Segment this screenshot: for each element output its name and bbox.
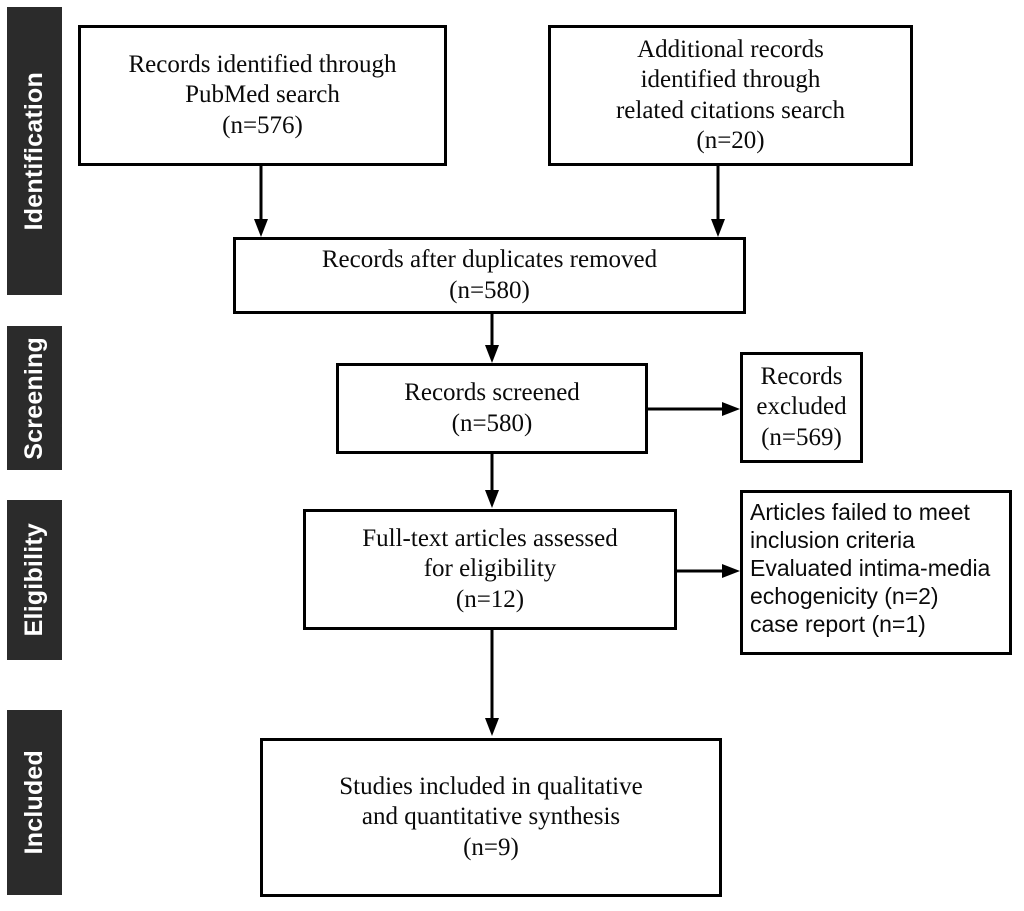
connector-screened-to-excluded bbox=[648, 396, 743, 422]
stage-label-screening: Screening bbox=[20, 336, 48, 460]
connector-screened-to-fulltext bbox=[479, 454, 505, 512]
box-fulltext-excluded-text: Articles failed to meet inclusion criter… bbox=[750, 499, 991, 638]
stage-label-included: Included bbox=[20, 750, 48, 855]
connector-duplicates-to-screened bbox=[479, 314, 505, 367]
stage-bar-identification: Identification bbox=[7, 7, 62, 295]
box-records-excluded-text: Records excluded (n=569) bbox=[756, 362, 847, 451]
stage-label-identification: Identification bbox=[20, 71, 48, 231]
box-records-screened-text: Records screened (n=580) bbox=[404, 379, 580, 437]
box-studies-included-text: Studies included in qualitative and quan… bbox=[339, 772, 643, 861]
box-fulltext-assessed-text: Full-text articles assessed for eligibil… bbox=[362, 524, 618, 613]
box-fulltext-assessed: Full-text articles assessed for eligibil… bbox=[303, 509, 677, 630]
box-records-identified: Records identified through PubMed search… bbox=[78, 25, 447, 166]
box-records-excluded: Records excluded (n=569) bbox=[740, 352, 863, 463]
stage-bar-included: Included bbox=[7, 710, 62, 895]
connector-identified-to-duplicates bbox=[248, 166, 274, 241]
connector-fulltext-to-excluded bbox=[677, 558, 743, 584]
box-duplicates-removed-text: Records after duplicates removed (n=580) bbox=[321, 246, 658, 304]
box-records-identified-text: Records identified through PubMed search… bbox=[128, 50, 397, 139]
connector-additional-to-duplicates bbox=[705, 166, 731, 241]
stage-bar-eligibility: Eligibility bbox=[7, 500, 62, 660]
box-studies-included: Studies included in qualitative and quan… bbox=[260, 738, 722, 897]
box-fulltext-excluded: Articles failed to meet inclusion criter… bbox=[740, 490, 1012, 655]
stage-bar-screening: Screening bbox=[7, 326, 62, 470]
box-duplicates-removed: Records after duplicates removed (n=580) bbox=[233, 237, 746, 314]
box-additional-records-text: Additional records identified through re… bbox=[615, 35, 846, 155]
box-additional-records: Additional records identified through re… bbox=[548, 25, 913, 166]
box-records-screened: Records screened (n=580) bbox=[336, 363, 648, 454]
connector-fulltext-to-included bbox=[479, 630, 505, 740]
stage-label-eligibility: Eligibility bbox=[20, 523, 48, 637]
